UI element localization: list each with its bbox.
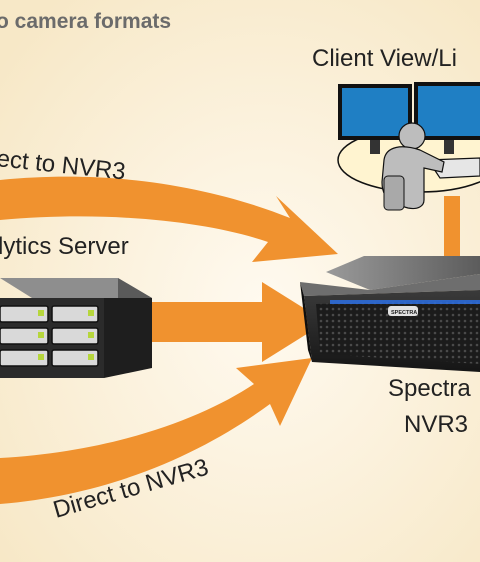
- arrow-direct-bottom: [0, 358, 312, 504]
- spectra-nvr3-label-line2: NVR3: [404, 411, 468, 438]
- page-title: o camera formats: [0, 10, 171, 33]
- arrow-direct-top: [0, 176, 338, 262]
- nvr3-appliance-icon: SPECTRA: [300, 256, 480, 372]
- analytics-server-label: lytics Server: [0, 233, 129, 260]
- client-workstation-icon: [337, 82, 480, 211]
- client-connector: [444, 196, 460, 266]
- arrow-analytics: [150, 282, 326, 362]
- client-view-label: Client View/Li: [312, 45, 457, 72]
- nvr-badge-text: SPECTRA: [391, 310, 417, 316]
- spectra-nvr3-label: Spectra: [388, 375, 471, 402]
- analytics-server-icon: [0, 278, 152, 378]
